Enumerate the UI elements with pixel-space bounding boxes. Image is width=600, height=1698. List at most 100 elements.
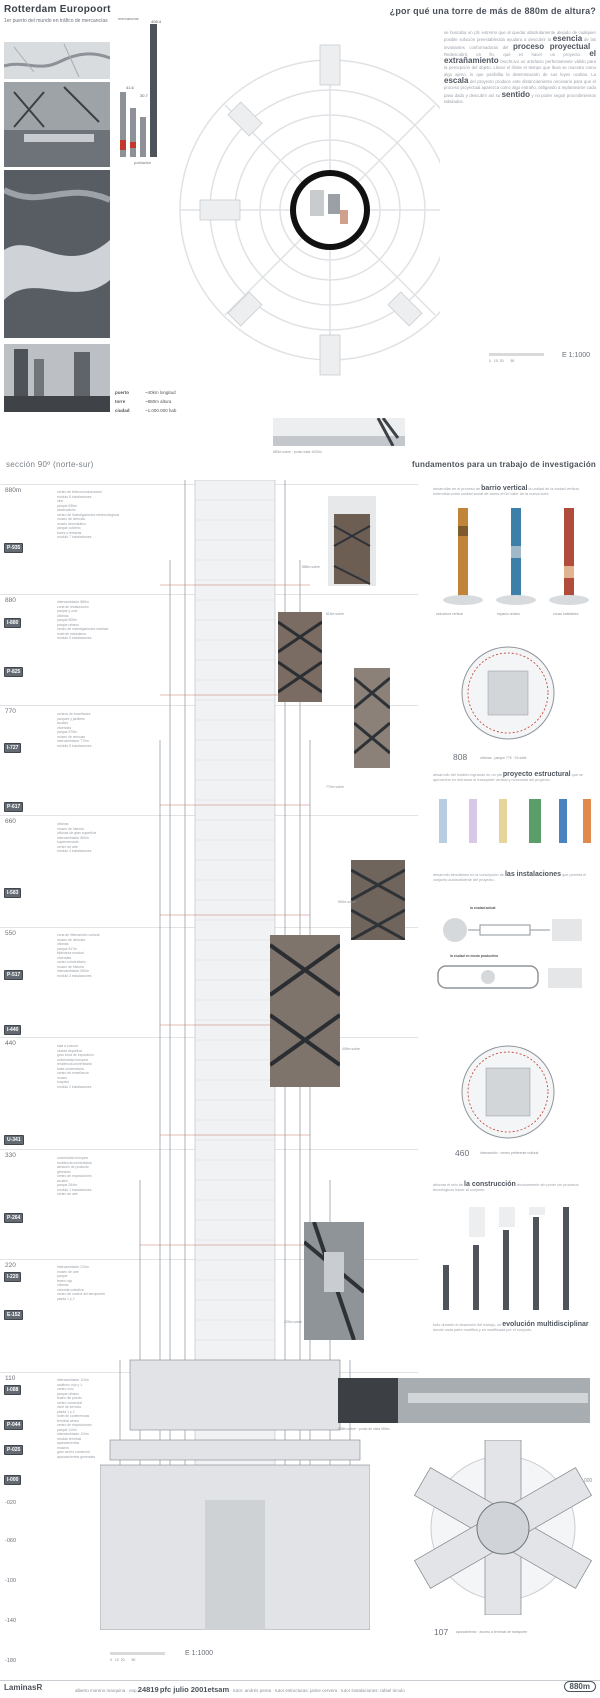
research-evolucion: todo durante el desarrollo del trabajo, …	[433, 1321, 589, 1332]
level-460-number: 460	[455, 1148, 470, 1158]
barrio-label-3: zonas habitables	[553, 612, 579, 616]
scale-ticks-bottom: 0 10 20 50	[110, 1658, 136, 1662]
footer-info: alberto moreno marquina · exp.24819 pfc …	[75, 1685, 405, 1694]
level-000-label: 000	[584, 1478, 593, 1484]
photo-888m	[328, 496, 376, 586]
level-number: 440	[5, 1040, 16, 1047]
level-tag: P-044	[4, 1420, 24, 1430]
program-list-8: intercambiador 220m museo de arte parque…	[57, 1265, 106, 1301]
level-tag: U-341	[4, 1135, 24, 1145]
question-title: ¿por qué una torre de más de 880m de alt…	[389, 6, 596, 16]
caption-550m: 550m sobre	[338, 900, 356, 904]
photo-550m	[351, 860, 405, 940]
level-tag: P-935	[4, 543, 24, 553]
plan-808	[458, 643, 558, 743]
tower-perspective-photo	[273, 418, 405, 446]
research-barrio-vertical: desarrollar en el proceso de barrio vert…	[433, 485, 580, 496]
photo-088m	[338, 1378, 590, 1423]
scale-label-top: E 1:1000	[562, 352, 591, 359]
stat-puerto: puerto~40km longitud	[115, 390, 176, 395]
level-tag: I-583	[4, 888, 22, 898]
underground-level-label: -020	[5, 1500, 17, 1506]
chart-label-2: 30.7	[140, 93, 148, 98]
level-number: 770	[5, 708, 16, 715]
program-list-9: intercambiador 110m auditorio rojo y 1 c…	[57, 1378, 96, 1459]
photo-port-cranes	[4, 82, 110, 167]
scale-label-bottom: E 1:1000	[185, 1650, 214, 1657]
level-number: 660	[5, 818, 16, 825]
level-tag: P-617	[4, 802, 24, 812]
level-tag: E-152	[4, 1310, 24, 1320]
program-list-2: intercambiador 880m zona de restauración…	[57, 600, 109, 640]
underground-level-label: -100	[5, 1578, 17, 1584]
research-instalaciones: desarrollo simultáneo en la concepción d…	[433, 871, 587, 882]
research-construccion: afrontar el reto de la construcción técn…	[433, 1181, 579, 1192]
scale-bar-bottom	[110, 1652, 165, 1655]
flow-diagram-actual	[440, 913, 590, 947]
site-title: Rotterdam Europoort	[4, 4, 111, 15]
caption-405m: 405m sobre	[342, 1047, 360, 1051]
flow-ciudad-productivo: la ciudad en modo productivo	[450, 954, 499, 958]
footer-height-badge: 880m	[563, 1681, 596, 1692]
footer: LaminasR alberto moreno marquina · exp.2…	[0, 1680, 600, 1698]
level-107-number: 107	[434, 1627, 449, 1637]
construccion-diagrams	[433, 1205, 596, 1315]
fundamentos-title: fundamentos para un trabajo de investiga…	[412, 460, 596, 469]
flow-ciudad-actual: la ciudad actual	[470, 906, 496, 910]
plan-view-drawing	[170, 20, 440, 420]
flow-diagram-productivo	[436, 962, 590, 992]
estructural-diagrams	[433, 797, 596, 845]
level-107-caption: aparcamiento · acceso a terminal de tran…	[456, 1630, 528, 1634]
section-title: sección 90º (norte-sur)	[6, 460, 94, 469]
program-list-5: zona de intercambio cultural museo de ci…	[57, 933, 100, 978]
level-tag: I-880	[4, 618, 22, 628]
site-subtitle: 1er puerto del mundo en tráfico de merca…	[4, 18, 108, 24]
plan-107	[410, 1440, 596, 1615]
barrio-label-1: estructura vertical	[436, 612, 463, 616]
program-list-3: centros de enseñanza parques y jardines …	[57, 712, 92, 748]
plan-caption: 880m sobre · punto vista 1000m	[273, 450, 322, 454]
scale-bar-top	[489, 353, 544, 356]
photo-770m	[354, 668, 390, 768]
level-number: 880	[5, 597, 16, 604]
program-list-4: oficinas museo de historia oficinas de g…	[57, 822, 97, 853]
chart-heading: mercancías	[118, 16, 139, 21]
chart-label-3: 408.4	[151, 19, 162, 24]
program-list-7: universidad europea residencia universit…	[57, 1156, 92, 1196]
caption-220m: 220m sobre	[284, 1320, 302, 1324]
photo-405m	[270, 935, 340, 1087]
photo-815m	[278, 612, 322, 702]
level-808-number: 808	[453, 752, 468, 762]
research-estructural: desarrollo del modelo logrando en un pie…	[433, 771, 584, 782]
program-list-6: sala a nuevos ciudad deportiva gran zona…	[57, 1044, 94, 1089]
photo-map	[4, 42, 110, 79]
caption-088m: 088m sobre · punto de vista 050m	[338, 1427, 390, 1431]
level-tag: I-000	[4, 1475, 22, 1485]
level-number: 110	[5, 1375, 16, 1382]
level-tag: P-025	[4, 1445, 24, 1455]
intro-paragraph: se buscaba un pfc extremo que al quedar …	[444, 30, 597, 104]
plan-460	[458, 1042, 558, 1142]
level-tag: P-517	[4, 970, 24, 980]
level-tag: P-825	[4, 667, 24, 677]
level-tag: P-264	[4, 1213, 24, 1223]
level-number: 550	[5, 930, 16, 937]
level-tag: I-727	[4, 743, 22, 753]
level-number: 220	[5, 1262, 16, 1269]
scale-ticks-top: 0 10 20 50	[489, 359, 515, 363]
level-808-caption: oficinas · parque 775 · 04 dalle	[480, 756, 527, 760]
footer-brand: LaminasR	[4, 1683, 43, 1692]
underground-level-label: -180	[5, 1658, 17, 1664]
underground-level-label: -140	[5, 1618, 17, 1624]
barrio-label-2: espacio urbano	[497, 612, 521, 616]
caption-770m: 770m sobre	[326, 785, 344, 789]
level-number: 330	[5, 1152, 16, 1159]
level-460-caption: intercambio · centro preferente cultural	[480, 1151, 539, 1155]
caption-815m: 815m sobre	[326, 612, 344, 616]
level-tag: I-220	[4, 1272, 22, 1282]
stats-bar-chart	[118, 22, 166, 167]
underground-level-label: -060	[5, 1538, 17, 1544]
barrio-vertical-diagrams	[433, 506, 596, 606]
tower-section-drawing	[100, 480, 370, 1630]
chart-label-1: 41.6	[126, 85, 134, 90]
